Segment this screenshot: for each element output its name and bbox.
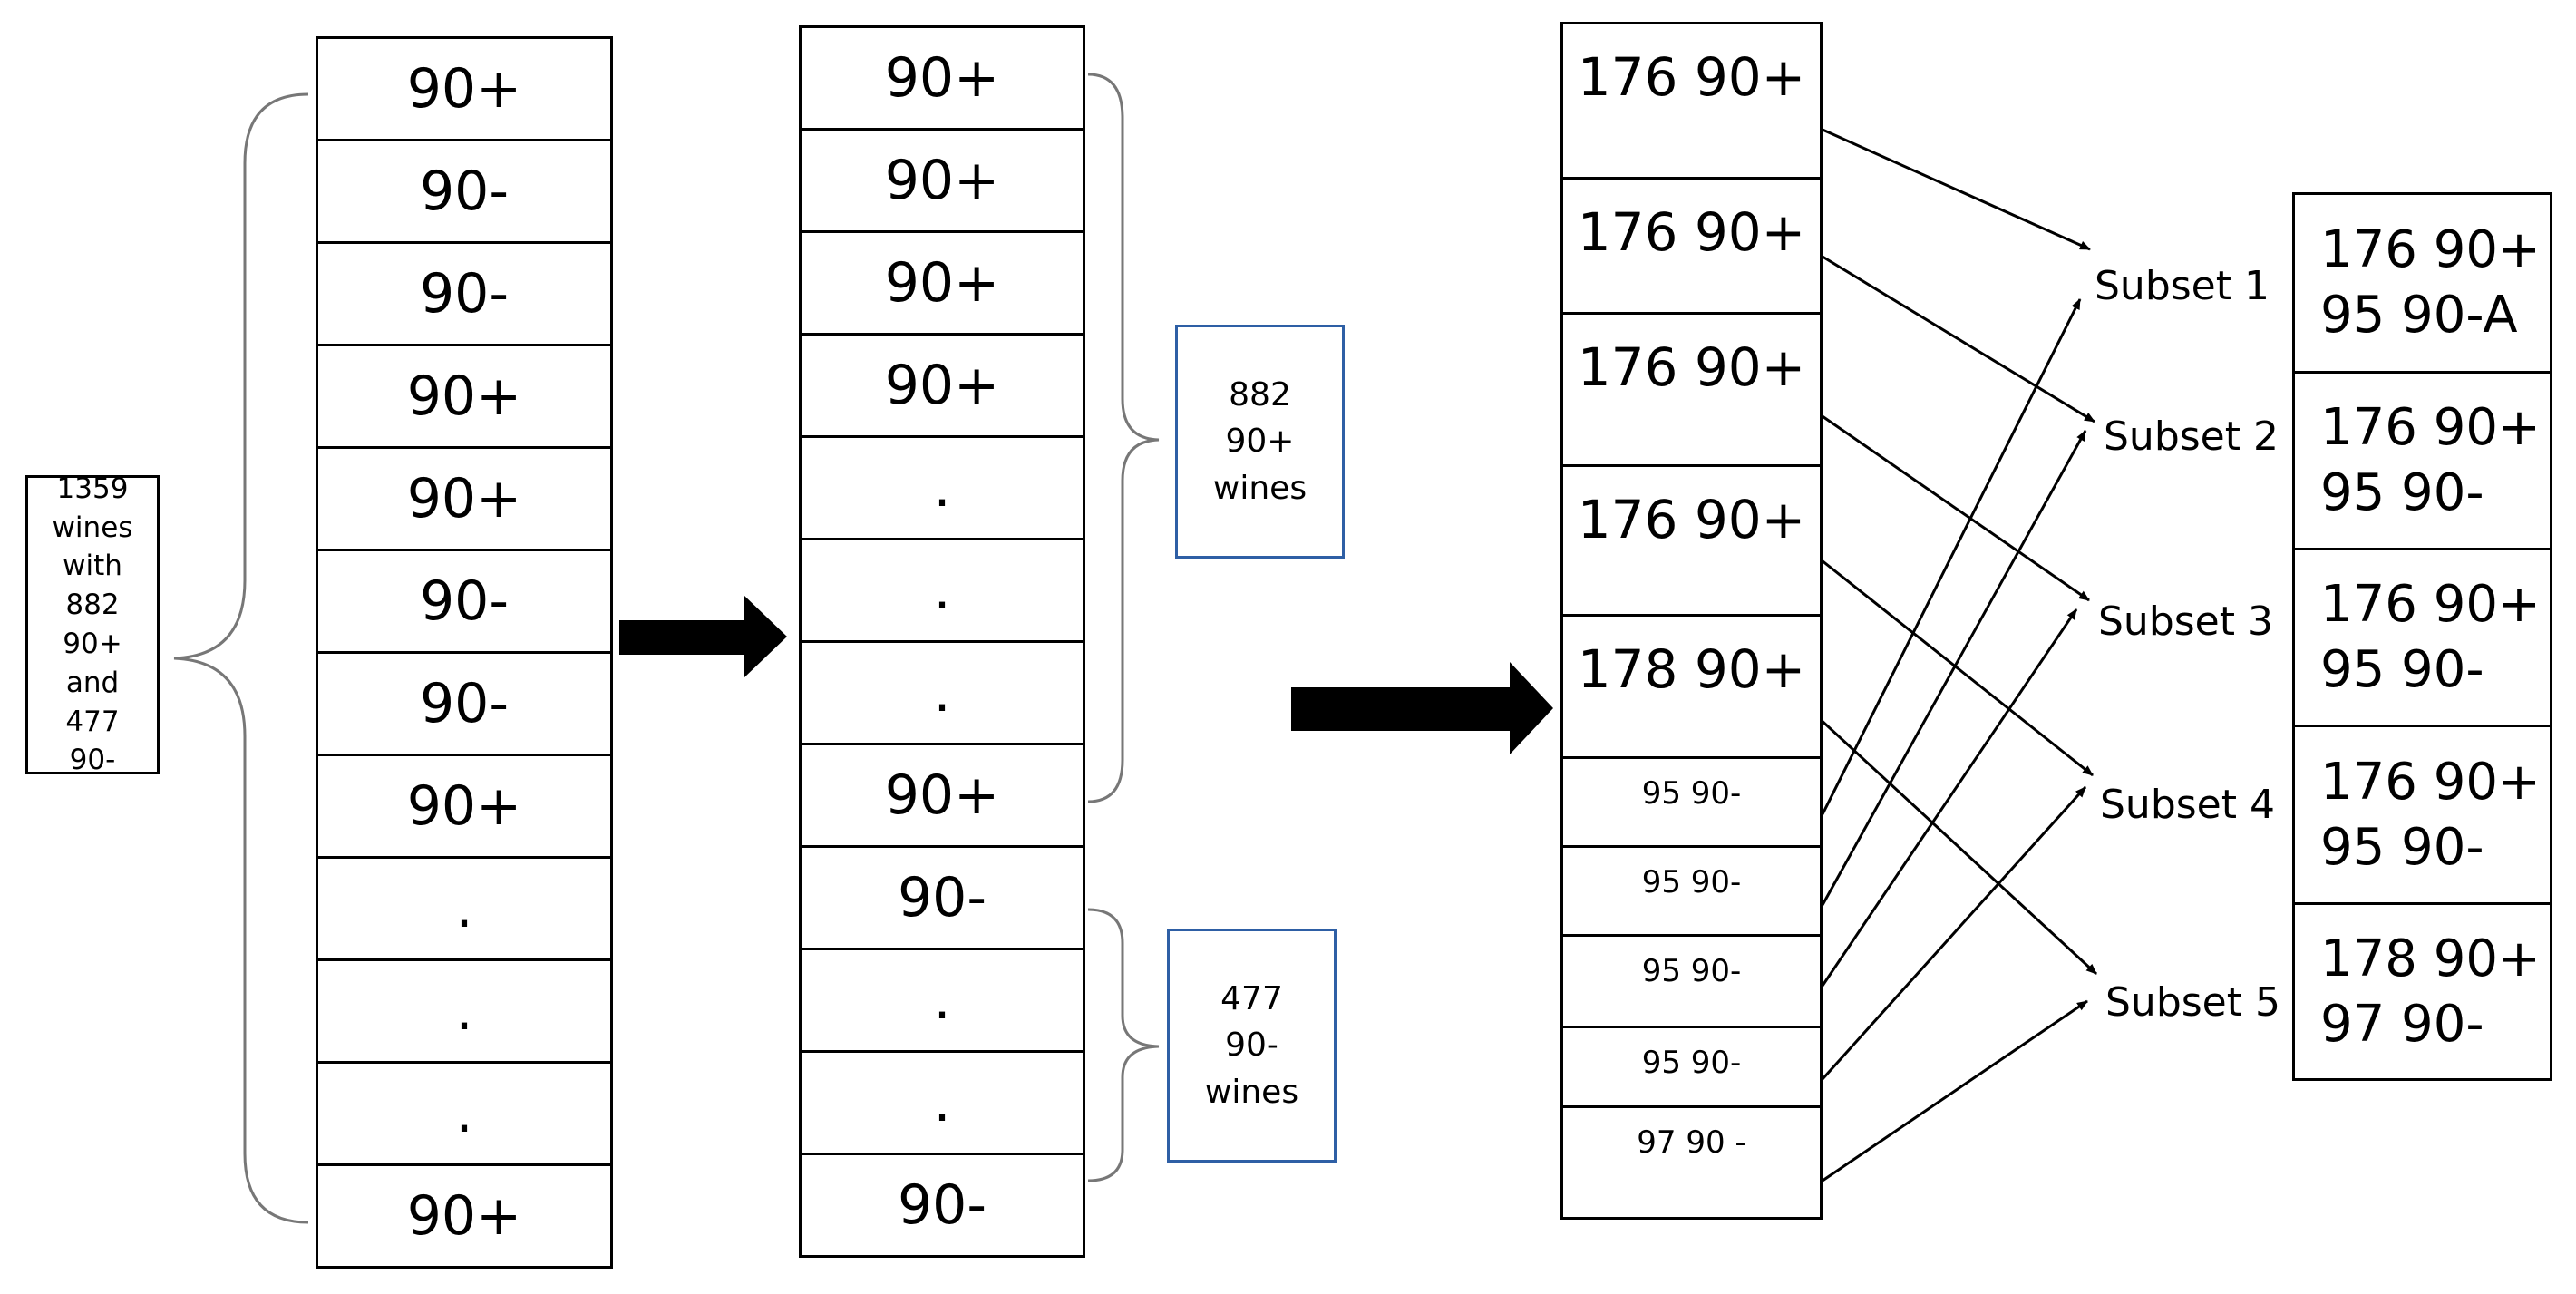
note-line: 90- [1225, 1026, 1278, 1065]
subset-result-plus: 176 90+ [2320, 220, 2541, 280]
plus-block: 176 90+ [1560, 177, 1823, 315]
initial-set-cell: 90+ [316, 446, 613, 551]
minus-block: 95 90- [1560, 756, 1823, 848]
note-line: wines [1212, 469, 1307, 507]
sorted-set-cell: 90+ [799, 333, 1085, 438]
subset-result-minus: 97 90- [2320, 994, 2484, 1054]
note-line: and [65, 666, 120, 699]
sorted-set-cell: 90+ [799, 230, 1085, 336]
note-line: 90+ [1225, 423, 1295, 461]
initial-set-note: 1359 wines with 882 90+ and 477 90- [25, 472, 160, 776]
sorted-set-cell: 90+ [799, 25, 1085, 131]
subset-result: 176 90+ 95 90-A [2292, 192, 2552, 374]
subset-label: Subset 5 [2105, 979, 2280, 1026]
subset-result-plus: 176 90+ [2320, 575, 2541, 635]
sort-arrow [619, 595, 787, 678]
initial-set-cell: 90+ [316, 754, 613, 859]
note-line: 882 [65, 589, 120, 622]
initial-set-cell: 90+ [316, 36, 613, 141]
subset-result-plus: 176 90+ [2320, 752, 2541, 812]
initial-set-cell: . [316, 958, 613, 1064]
connector-block2-subset2 [1822, 255, 2095, 423]
subset-label: Subset 1 [2095, 263, 2270, 309]
plus-block: 176 90+ [1560, 464, 1823, 617]
sorted-set-cell: . [799, 640, 1085, 745]
note-line: 477 [65, 705, 120, 738]
initial-set-cell: 90- [316, 241, 613, 346]
subset-result-minus: 95 90- [2320, 463, 2484, 522]
subset-result: 176 90+ 95 90- [2292, 725, 2552, 905]
subset-label: Subset 2 [2104, 413, 2279, 460]
minus-block: 97 90 - [1560, 1105, 1823, 1220]
initial-set-cell: 90+ [316, 1163, 613, 1269]
subset-label: Subset 3 [2098, 598, 2273, 645]
subset-result-minus: 95 90- [2320, 817, 2484, 877]
minus-block: 95 90- [1560, 934, 1823, 1028]
note-line: 90+ [63, 628, 122, 660]
sorted-set-cell: 90+ [799, 743, 1085, 848]
plus-block-label: 176 90+ [1577, 201, 1806, 263]
connector-minus2-subset2 [1821, 430, 2087, 906]
initial-set-cell: 90- [316, 651, 613, 756]
plus-block: 176 90+ [1560, 312, 1823, 467]
sorted-set-cell: 90+ [799, 128, 1085, 233]
sorted-set-cell: . [799, 1050, 1085, 1155]
sorted-set-cell: . [799, 948, 1085, 1053]
plus-connectors [1815, 128, 2098, 976]
plus-group-brace [1087, 73, 1160, 803]
sorted-set-cell: . [799, 538, 1085, 643]
subset-result-minus: 95 90- [2320, 640, 2484, 699]
initial-set-cell: 90+ [316, 344, 613, 449]
minus-group-brace [1087, 908, 1160, 1182]
sorted-set-cell: . [799, 435, 1085, 540]
minus-connectors [1821, 298, 2088, 1182]
connector-minus5-subset5 [1822, 999, 2088, 1182]
note-line: 882 [1229, 376, 1291, 414]
note-line: 477 [1220, 980, 1283, 1018]
minus-block: 95 90- [1560, 1026, 1823, 1108]
initial-set-cell: 90- [316, 549, 613, 654]
connector-block5-subset5 [1815, 715, 2098, 976]
note-line: 1359 [56, 472, 129, 505]
connector-minus4-subset4 [1821, 785, 2087, 1081]
subset-result-minus: 95 90-A [2320, 286, 2518, 345]
subset-result: 176 90+ 95 90- [2292, 371, 2552, 550]
initial-set-cell: 90- [316, 139, 613, 244]
subset-result-plus: 176 90+ [2320, 398, 2541, 458]
connector-block1-subset1 [1822, 128, 2091, 251]
sorted-set-cell: 90- [799, 845, 1085, 950]
plus-block-label: 176 90+ [1577, 489, 1806, 550]
plus-group-note: 882 90+ wines [1175, 325, 1345, 559]
plus-block-label: 176 90+ [1577, 46, 1806, 108]
initial-set-brace [173, 92, 309, 1224]
plus-block: 178 90+ [1560, 614, 1823, 759]
connector-minus1-subset1 [1821, 298, 2082, 815]
minus-block: 95 90- [1560, 845, 1823, 937]
connector-minus3-subset3 [1821, 608, 2078, 987]
subset-result: 178 90+ 97 90- [2292, 902, 2552, 1081]
sorted-set-cell: 90- [799, 1153, 1085, 1258]
subset-result: 176 90+ 95 90- [2292, 548, 2552, 727]
initial-set-cell: . [316, 856, 613, 961]
subset-label: Subset 4 [2100, 782, 2275, 828]
plus-block: 176 90+ [1560, 22, 1823, 180]
split-arrow [1291, 662, 1553, 754]
note-line: 90- [69, 744, 116, 777]
note-line: with [63, 550, 122, 583]
note-line: wines [1204, 1073, 1299, 1111]
plus-block-label: 176 90+ [1577, 336, 1806, 398]
minus-group-note: 477 90- wines [1167, 929, 1337, 1163]
connector-block3-subset3 [1816, 411, 2090, 602]
plus-block-label: 178 90+ [1577, 638, 1806, 700]
initial-set-cell: . [316, 1061, 613, 1166]
subset-result-plus: 178 90+ [2320, 929, 2541, 988]
note-line: wines [52, 511, 133, 544]
